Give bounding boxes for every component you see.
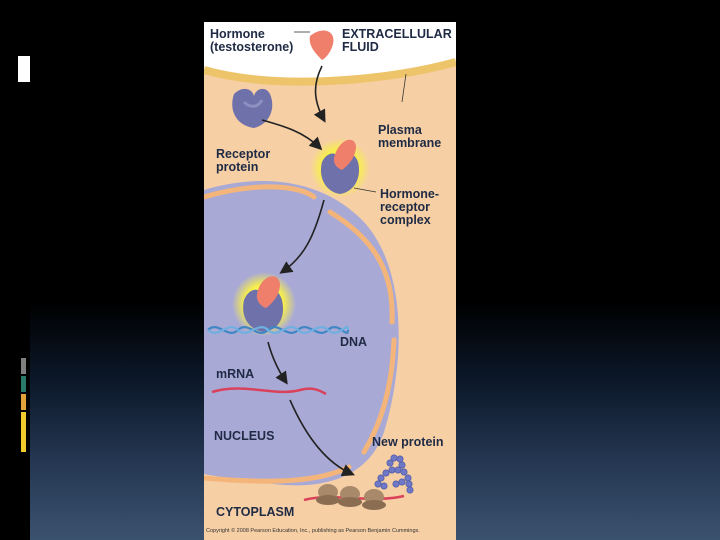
diagram-artwork xyxy=(204,30,456,540)
slide-bullet-square xyxy=(18,56,30,82)
hormone-shape xyxy=(309,30,334,60)
nuclear-envelope-right-upper xyxy=(327,209,395,325)
arrow-transcription xyxy=(267,341,288,385)
label-dna: DNA xyxy=(340,335,368,349)
label-receptor-protein: Receptor protein xyxy=(216,147,271,174)
label-nucleus: NUCLEUS xyxy=(214,429,275,443)
arrow-hormone-entry xyxy=(313,65,326,123)
label-new-protein: New protein xyxy=(372,435,444,449)
receptor-protein-shape xyxy=(232,88,273,128)
leader-plasma xyxy=(401,73,407,103)
steroid-hormone-diagram: Hormone (testosterone) EXTRACELLULAR FLU… xyxy=(204,22,456,540)
arrow-receptor-binding xyxy=(261,119,323,151)
label-hormone: Hormone (testosterone) xyxy=(210,27,294,54)
complex-receptor xyxy=(320,153,360,194)
nuclear-envelope-right-lower xyxy=(361,337,397,455)
mrna-strand xyxy=(211,387,327,396)
complex-hormone xyxy=(333,139,356,170)
plasma-membrane xyxy=(204,58,456,86)
accent-bar-gray xyxy=(21,358,26,374)
label-plasma-membrane: Plasma membrane xyxy=(378,123,442,150)
label-hormone-receptor-complex: Hormone- receptor complex xyxy=(380,187,440,227)
accent-bar-yellow xyxy=(21,412,26,452)
label-extracellular-fluid: EXTRACELLULAR FLUID xyxy=(342,27,452,54)
label-cytoplasm: CYTOPLASM xyxy=(216,505,295,519)
copyright-notice: Copyright © 2008 Pearson Education, Inc.… xyxy=(206,528,420,534)
arrow-into-nucleus xyxy=(279,199,325,274)
nuclear-envelope-top xyxy=(204,184,317,200)
leader-complex xyxy=(353,187,377,193)
new-protein-chain xyxy=(374,454,414,494)
accent-bar-orange xyxy=(21,394,26,410)
dna-strand-2 xyxy=(207,326,350,334)
nuclear-complex-hormone xyxy=(256,276,280,308)
arrow-translation xyxy=(289,399,355,477)
nuclear-envelope-bottom xyxy=(204,464,352,484)
label-mrna: mRNA xyxy=(216,367,255,381)
accent-bar-teal xyxy=(21,376,26,392)
